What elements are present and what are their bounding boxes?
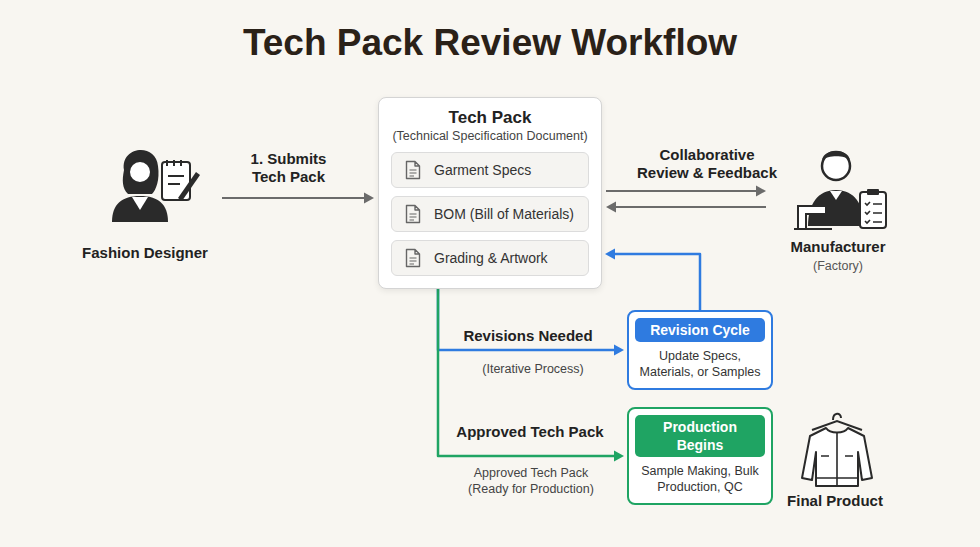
document-icon-outline <box>407 250 420 267</box>
connector <box>222 193 374 204</box>
doc-subtitle: (Technical Specification Document) <box>391 128 589 144</box>
stage-box: Revision CycleUpdate Specs, Materials, o… <box>627 310 773 390</box>
stage-box: Production BeginsSample Making, Bulk Pro… <box>627 407 773 505</box>
jacket-details <box>816 432 858 486</box>
designer-body <box>112 196 168 222</box>
manufacturer-head <box>822 152 850 180</box>
edge-label: 1. Submits Tech Pack <box>241 150 336 186</box>
clipboard-clip <box>867 189 879 195</box>
hanger-hook <box>833 414 841 420</box>
section-box: Garment Specs <box>391 152 589 188</box>
diagram-title: Tech Pack Review Workflow <box>0 22 980 64</box>
designer-face <box>129 161 151 183</box>
document-icon <box>405 204 421 224</box>
section-label: Garment Specs <box>434 162 531 178</box>
designer-collar <box>132 197 148 210</box>
jacket-icon <box>802 414 872 486</box>
section-box: BOM (Bill of Materials) <box>391 196 589 232</box>
stage-body: Sample Making, Bulk Production, QC <box>635 463 765 495</box>
connector-line <box>438 289 615 350</box>
connector <box>605 249 700 311</box>
manufacturer-hair <box>822 151 850 160</box>
connector <box>606 186 766 197</box>
stage-header: Revision Cycle <box>635 318 765 342</box>
doc-title: Tech Pack <box>391 108 589 128</box>
document-icon <box>405 248 421 268</box>
arrow-head <box>606 202 616 213</box>
designer-icon <box>112 150 200 222</box>
connector-line <box>615 206 766 208</box>
sewing-machine <box>798 206 826 229</box>
actor-note: (Factory) <box>813 258 863 274</box>
notepad-lines <box>167 160 184 184</box>
jacket-outline <box>802 428 872 486</box>
pencil <box>178 172 200 201</box>
hanger <box>812 421 862 430</box>
arrow-head <box>614 345 624 356</box>
connector-line <box>438 289 615 456</box>
sewing-machine-base <box>794 214 832 229</box>
actor-name: Manufacturer <box>790 238 885 256</box>
section-label: BOM (Bill of Materials) <box>434 206 574 222</box>
connector-line <box>606 190 757 192</box>
document-icon-outline <box>407 162 420 179</box>
manufacturer-collar <box>830 191 842 200</box>
manufacturer-icon <box>794 151 886 229</box>
edge-label: Revisions Needed <box>453 327 603 345</box>
note-label: Final Product <box>770 492 900 510</box>
arrow-head <box>614 451 624 462</box>
document-icon-outline <box>407 206 420 223</box>
clipboard <box>860 192 886 228</box>
arrow-head <box>756 186 766 197</box>
section-box: Grading & Artwork <box>391 240 589 276</box>
connector <box>438 289 624 356</box>
section-label: Grading & Artwork <box>434 250 548 266</box>
actor-node: Fashion Designer <box>70 138 220 262</box>
stage-body: Update Specs, Materials, or Samples <box>635 348 765 380</box>
connector <box>606 202 766 213</box>
actor-name: Fashion Designer <box>82 244 208 262</box>
edge-label: Approved Tech Pack <box>450 423 610 441</box>
document-icon <box>405 160 421 180</box>
clipboard-checks <box>865 202 882 223</box>
connector-line <box>614 254 700 310</box>
connector <box>438 289 624 462</box>
connector-line <box>222 197 365 199</box>
document-box: Tech Pack(Technical Specification Docume… <box>378 97 602 289</box>
designer-hair <box>123 150 159 194</box>
actor-node: Manufacturer (Factory) <box>768 138 908 274</box>
arrow-head <box>364 193 374 204</box>
edge-label: Collaborative Review & Feedback <box>632 146 782 182</box>
note-label: (Iterative Process) <box>458 361 608 377</box>
stage-header: Production Begins <box>635 415 765 457</box>
document-icon-lines <box>410 170 417 176</box>
note-label: Approved Tech Pack (Ready for Production… <box>456 465 606 497</box>
document-icon-lines <box>410 214 417 220</box>
document-icon-lines <box>410 258 417 264</box>
arrow-head <box>605 249 615 260</box>
